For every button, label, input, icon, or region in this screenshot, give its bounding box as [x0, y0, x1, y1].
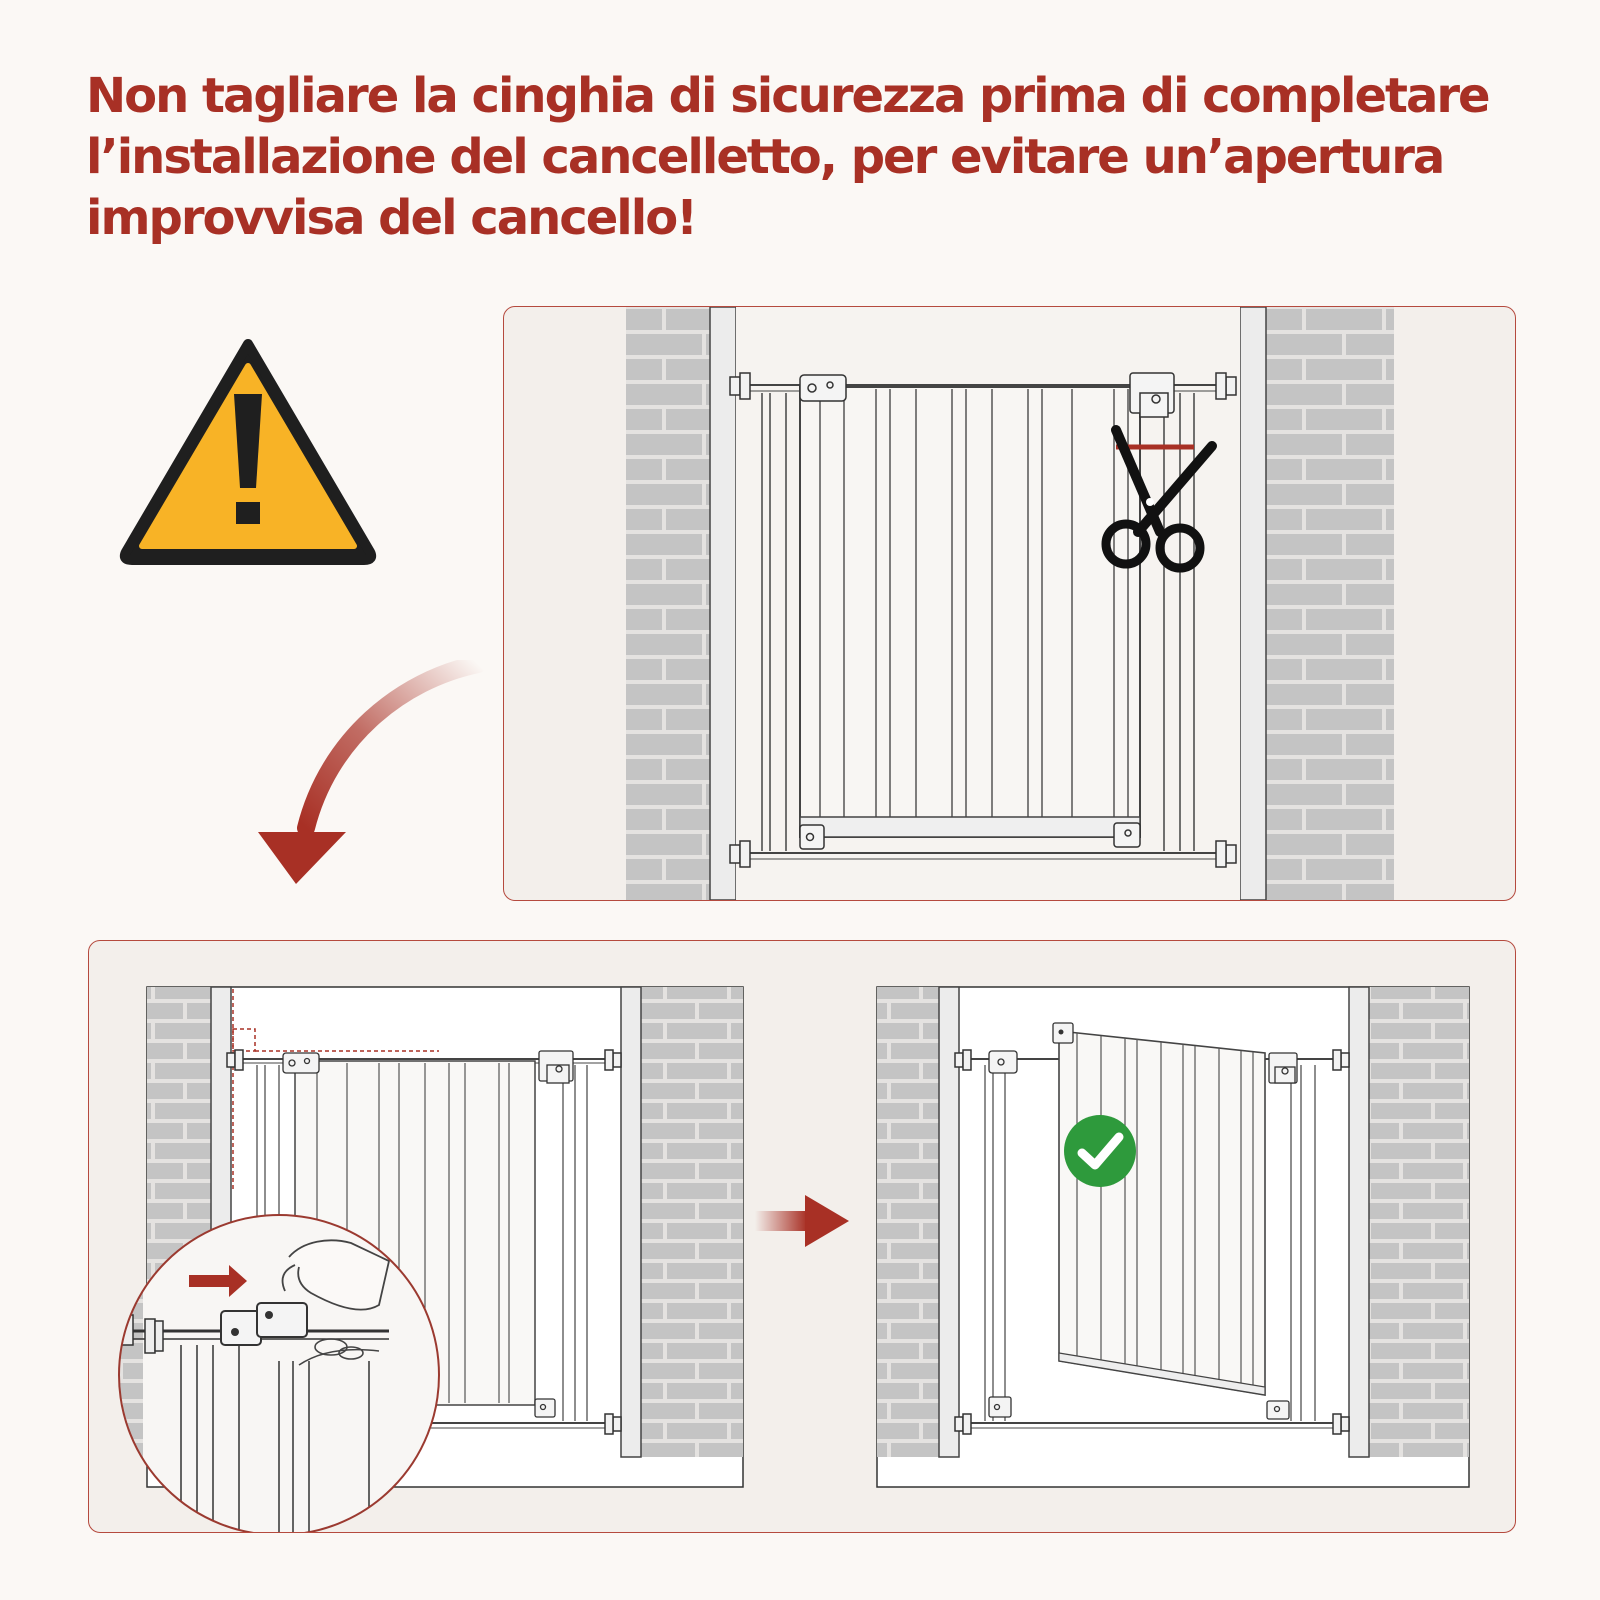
- scissors-icon: [1101, 425, 1217, 573]
- panel-top-gate: [503, 306, 1516, 901]
- warning-heading: Non tagliare la cinghia di sicurezza pri…: [86, 66, 1546, 249]
- warning-triangle-icon: [119, 339, 377, 565]
- gate-illustration-top: [626, 307, 1394, 900]
- panel-bottom-steps: [88, 940, 1516, 1533]
- heading-line-3: improvvisa del cancello!: [86, 190, 698, 246]
- gate-illustration-steps: [118, 986, 1470, 1532]
- zoom-detail: [119, 1215, 439, 1532]
- heading-line-2: l’installazione del cancelletto, per evi…: [86, 129, 1445, 185]
- right-arrow-icon: [755, 1195, 849, 1247]
- heading-line-1: Non tagliare la cinghia di sicurezza pri…: [86, 68, 1491, 124]
- curved-arrow-icon: [258, 660, 487, 884]
- check-circle-icon: [1064, 1115, 1136, 1187]
